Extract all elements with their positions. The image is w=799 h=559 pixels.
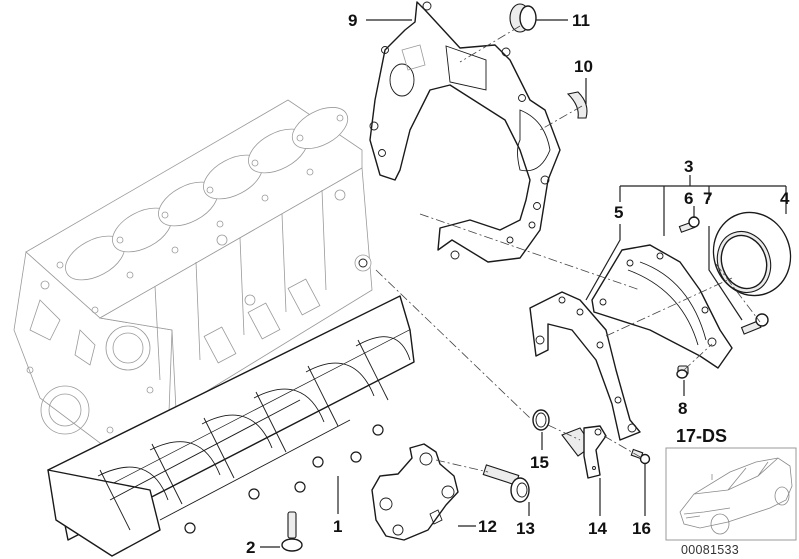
label-part-5[interactable]: 5 (614, 203, 623, 222)
label-part-4[interactable]: 4 (780, 189, 790, 208)
label-part-2[interactable]: 2 (246, 538, 255, 557)
vehicle-thumbnail: 00081533 (665, 447, 797, 557)
part-labels: 9 11 10 3 5 6 7 4 8 17-DS 15 14 16 13 12… (246, 11, 790, 557)
screw-part-7[interactable] (740, 313, 769, 335)
gasket-part-5[interactable] (529, 291, 641, 441)
thumbnail-frame (665, 447, 797, 541)
label-part-16[interactable]: 16 (632, 519, 651, 538)
bearing-ladder-part-1[interactable] (47, 295, 415, 557)
timing-case-gasket-part-9[interactable] (369, 1, 561, 263)
label-part-15[interactable]: 15 (530, 453, 549, 472)
label-part-11[interactable]: 11 (572, 11, 590, 30)
leader-lines (260, 19, 787, 548)
plug-part-11[interactable] (509, 3, 537, 33)
label-part-14[interactable]: 14 (588, 519, 607, 538)
label-part-8[interactable]: 8 (678, 399, 687, 418)
label-part-7[interactable]: 7 (703, 189, 712, 208)
label-part-12[interactable]: 12 (478, 517, 497, 536)
screw-part-16[interactable] (630, 448, 651, 465)
seal-carrier-part-3[interactable] (591, 244, 733, 369)
sensor-part-14[interactable] (561, 425, 607, 479)
label-part-10[interactable]: 10 (574, 57, 593, 76)
bearing-shell-part-10[interactable] (566, 91, 588, 119)
screw-part-6[interactable] (678, 216, 700, 233)
label-part-6[interactable]: 6 (684, 189, 693, 208)
assembly-lines (375, 25, 761, 473)
radial-shaft-seal-part-4[interactable] (702, 202, 799, 307)
engine-block[interactable] (13, 99, 373, 459)
hex-bolt-part-13[interactable] (482, 464, 530, 503)
engine-mount-bracket-part-12[interactable] (371, 443, 459, 541)
label-part-3[interactable]: 3 (684, 157, 693, 176)
label-part-13[interactable]: 13 (516, 519, 535, 538)
group-code-label: 17-DS (676, 426, 727, 446)
reference-number: 00081533 (681, 543, 739, 557)
car-outline-icon (679, 457, 793, 535)
bolt-part-2[interactable] (281, 511, 303, 552)
o-ring-part-15[interactable] (532, 409, 550, 431)
label-part-1[interactable]: 1 (333, 517, 342, 536)
label-part-9[interactable]: 9 (348, 11, 357, 30)
